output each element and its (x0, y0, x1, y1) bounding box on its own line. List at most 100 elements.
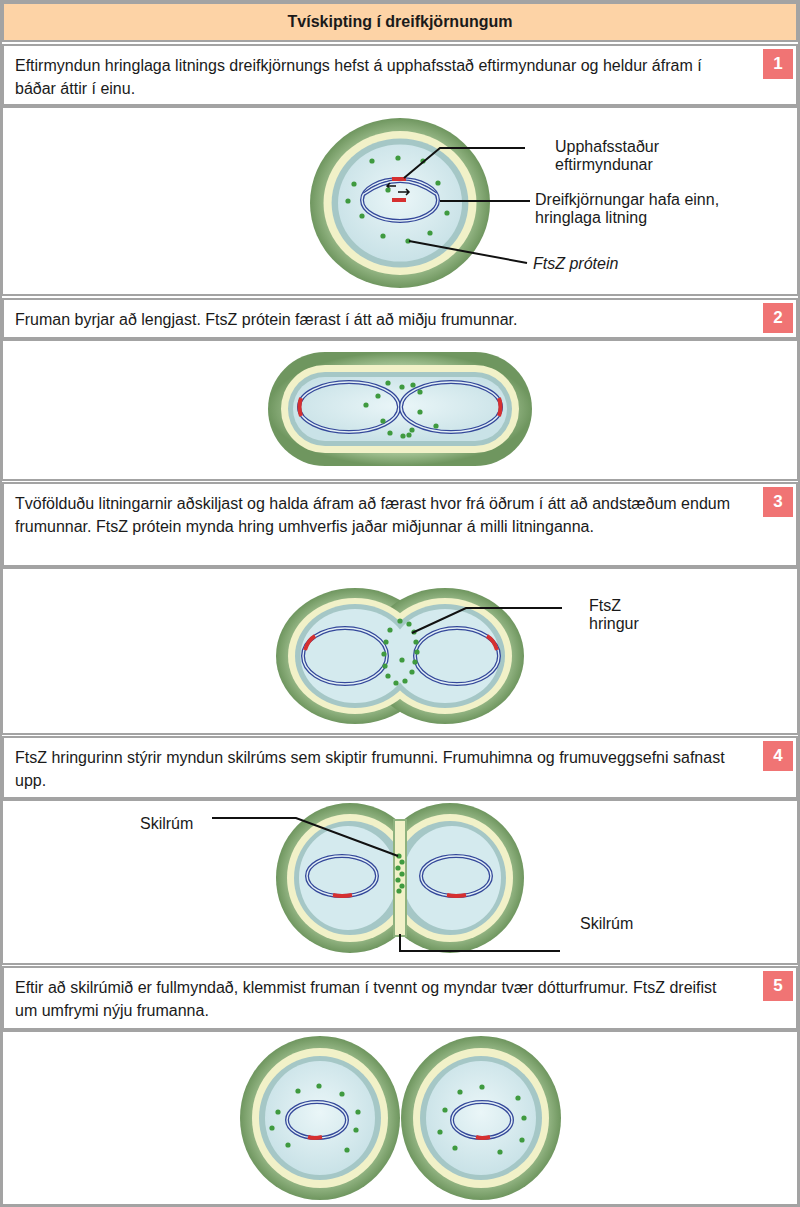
step-number: 1 (763, 49, 793, 79)
number-text: 4 (773, 746, 782, 766)
ftsz-dot (269, 1125, 274, 1130)
ftsz-dot (385, 380, 390, 385)
ftsz-dot (396, 888, 401, 893)
cell-membrane (259, 1056, 381, 1180)
cell-layer (287, 814, 413, 942)
ftsz-dot (399, 871, 404, 876)
cytoplasm (426, 1061, 536, 1175)
ftsz-ring (381, 618, 419, 685)
chromosome-loop (401, 382, 501, 432)
cell-wall (268, 352, 532, 466)
ftsz-dot (395, 865, 400, 870)
ftsz-dot (444, 210, 449, 215)
panel-frame (2, 107, 798, 295)
cytoplasm (403, 826, 501, 930)
cell-membrane (394, 821, 506, 935)
ftsz-dot (409, 669, 414, 674)
ftsz-dot (397, 618, 402, 623)
step-number: 3 (763, 487, 793, 517)
chromosome-loop (415, 628, 499, 684)
title-band: Tvískipting í dreifkjörnungum (2, 2, 798, 42)
ftsz-dot (275, 1109, 280, 1114)
cell-layer (387, 814, 513, 942)
step-box: Eftirmyndun hringlaga litnings dreifkjör… (2, 44, 798, 106)
step-text: Eftirmyndun hringlaga litnings dreifkjör… (15, 54, 736, 100)
cell-wall (376, 803, 524, 953)
origin-mark (487, 636, 497, 650)
ftsz-dot (380, 233, 385, 238)
number-text: 3 (773, 492, 782, 512)
cell-layer (252, 1048, 388, 1188)
ftsz-dot (406, 621, 411, 626)
ftsz-dot (433, 423, 438, 428)
callout-label: Skilrúm (140, 815, 230, 833)
step-box: Fruman byrjar að lengjast. FtsZ prótein … (2, 298, 798, 339)
chromosome-arc (364, 181, 436, 194)
septum (394, 820, 406, 936)
leader-line (400, 934, 560, 951)
cell-wall (240, 1036, 400, 1200)
ftsz-dot (345, 198, 350, 203)
ftsz-dot (413, 639, 418, 644)
step-number: 2 (763, 303, 793, 333)
callout-label: FtsZ prótein (533, 255, 673, 273)
chromosome-loop (452, 1102, 512, 1138)
title-text: Tvískipting í dreifkjörnungum (288, 13, 513, 31)
origin-mark (300, 398, 302, 416)
chromosome-loop (415, 628, 499, 684)
chromosome (287, 1102, 512, 1138)
ftsz-dot (410, 382, 415, 387)
chromosome-loop (452, 1102, 512, 1138)
cell-layer (413, 1048, 549, 1188)
number-text: 2 (773, 308, 782, 328)
step-text: Eftir að skilrúmið er fullmyndað, klemmi… (15, 976, 736, 1022)
ftsz-dot (399, 883, 404, 888)
origin-mark (499, 398, 501, 416)
panel-frame (2, 568, 798, 734)
ftsz-dot (355, 1109, 360, 1114)
ftsz-dot (442, 1107, 447, 1112)
step-box: FtsZ hringurinn stýrir myndun skilrúms s… (2, 736, 798, 799)
panel-frame (2, 800, 798, 964)
ftsz-dot (519, 1137, 524, 1142)
ftsz-dot (437, 1129, 442, 1134)
chromosome-loop (362, 179, 438, 221)
cytoplasm (299, 826, 397, 930)
ftsz-dot (353, 1127, 358, 1132)
chromosome-loop (421, 856, 491, 896)
ftsz-dots (269, 1083, 526, 1154)
ftsz-dot (414, 649, 419, 654)
ftsz-dot (316, 1083, 321, 1088)
number-text: 1 (773, 54, 782, 74)
cell-membrane (420, 1056, 542, 1180)
ftsz-dot (395, 155, 400, 160)
step-text: Tvöfölduðu litningarnir aðskiljast og ha… (15, 492, 736, 538)
chromosome-loop (362, 179, 438, 221)
cell-layer (324, 131, 477, 275)
ftsz-dot (393, 680, 398, 685)
leader-line (409, 241, 527, 263)
ftsz-dot (375, 393, 380, 398)
leader-line (212, 818, 398, 856)
step-box: Eftir að skilrúmið er fullmyndað, klemmi… (2, 966, 798, 1030)
ftsz-dot (402, 678, 407, 683)
ftsz-dot (412, 659, 417, 664)
callout-label: Skilrúm (580, 915, 670, 933)
ftsz-dot (344, 1147, 349, 1152)
cell (276, 803, 524, 953)
ftsz-dot (409, 427, 414, 432)
panel-frame (2, 340, 798, 480)
step-number: 4 (763, 741, 793, 771)
ftsz-dot (399, 657, 404, 662)
ftsz-dot (359, 213, 364, 218)
chromosome (299, 382, 501, 432)
cell-membrane (385, 604, 505, 708)
ftsz-dot (295, 1088, 300, 1093)
ftsz-dot (427, 230, 432, 235)
chromosome-loop (303, 628, 387, 684)
origin-mark (447, 895, 466, 896)
chromosome-loop (303, 628, 387, 684)
ftsz-dot (417, 389, 422, 394)
